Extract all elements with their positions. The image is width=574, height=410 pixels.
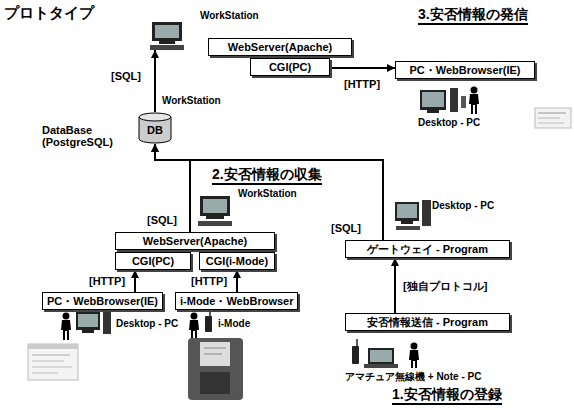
connector-arrow: [394, 258, 396, 313]
device-label: アマチュア無線機 + Note - PC: [345, 371, 481, 383]
process-box: CGI(PC): [250, 58, 330, 76]
protocol-label: [HTTP]: [343, 78, 381, 91]
process-box: ゲートウェイ - Program: [345, 240, 510, 258]
box-label: CGI(i-Mode): [206, 255, 268, 267]
process-box: PC・WebBrowser(IE): [395, 61, 535, 79]
device-label: WorkStation: [238, 188, 297, 200]
node-label: DB: [138, 124, 172, 136]
connector-arrow: [155, 144, 383, 240]
box-label: PC・WebBrowser(IE): [47, 295, 158, 307]
database-node: WorkStationDBDataBase (PostgreSQL): [138, 112, 172, 144]
box-label: WebServer(Apache): [228, 41, 332, 53]
device-label: Desktop - PC: [418, 117, 480, 129]
section-heading: 1.安否情報の登録: [392, 386, 502, 405]
connector-arrow: [134, 270, 136, 292]
box-label: ゲートウェイ - Program: [367, 243, 488, 255]
box-label: CGI(PC): [132, 255, 174, 267]
box-label: CGI(PC): [269, 61, 311, 73]
workstation-node: WorkStation: [150, 22, 184, 50]
process-box: i-Mode・WebBrowser: [175, 292, 298, 310]
process-box: WebServer(Apache): [208, 38, 352, 56]
protocol-label: [SQL]: [110, 70, 142, 83]
process-box: WebServer(Apache): [115, 232, 275, 250]
desktop-pc-icon: [420, 87, 479, 115]
process-box: CGI(PC): [115, 252, 191, 270]
process-box: PC・WebBrowser(IE): [42, 292, 163, 310]
protocol-label: [HTTP]: [190, 275, 228, 288]
protocol-label: [SQL]: [146, 214, 178, 227]
device-label: Desktop - PC: [116, 318, 178, 330]
section-heading: 3.安否情報の発信: [418, 6, 528, 25]
screenshot-thumbnail: [28, 344, 78, 380]
screenshot-thumbnail: [535, 108, 571, 128]
protocol-label: [HTTP]: [88, 275, 126, 288]
phone-photo: [188, 338, 243, 400]
connector-arrow: [330, 67, 395, 69]
box-label: 安否情報送信 - Program: [367, 316, 488, 328]
box-label: WebServer(Apache): [143, 235, 247, 247]
section-heading: 2.安否情報の収集: [212, 166, 322, 185]
process-box: CGI(i-Mode): [199, 252, 275, 270]
connector-arrow: [154, 50, 156, 112]
imode-phone-icon: [189, 310, 212, 340]
workstation-icon: [198, 196, 232, 226]
device-label: i-Mode: [218, 318, 250, 330]
node-label: DataBase (PostgreSQL): [42, 124, 126, 148]
diagram-title: プロトタイプ: [4, 4, 94, 22]
box-label: i-Mode・WebBrowser: [180, 295, 293, 307]
protocol-label: [独自プロトコル]: [402, 280, 488, 293]
desktop-pc-icon: [395, 200, 431, 230]
connector-arrow: [236, 270, 238, 292]
node-label: WorkStation: [200, 10, 259, 22]
node-label: WorkStation: [162, 95, 221, 107]
process-box: 安否情報送信 - Program: [345, 313, 510, 331]
protocol-label: [SQL]: [330, 222, 362, 235]
box-label: PC・WebBrowser(IE): [409, 64, 520, 76]
workstation-icon: [150, 22, 184, 50]
desktop-pc-icon: [61, 310, 111, 340]
device-label: Desktop - PC: [432, 200, 494, 212]
radio-laptop-icon: [352, 339, 419, 368]
